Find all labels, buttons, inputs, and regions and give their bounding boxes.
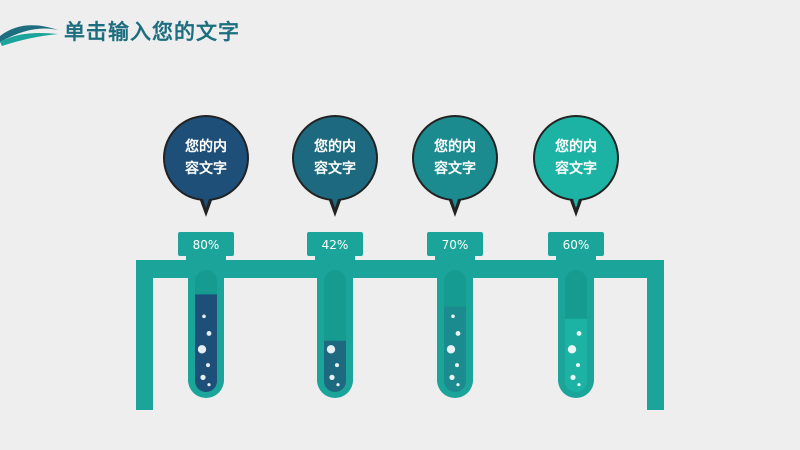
tube-liquid-top bbox=[195, 294, 217, 307]
liquid-bubble bbox=[206, 331, 212, 336]
bubble-line-2: 容文字 bbox=[314, 161, 356, 177]
bubble-line-1: 您的内 bbox=[434, 139, 476, 155]
liquid-bubble bbox=[197, 345, 207, 354]
bubble-text-2: 您的内容文字 bbox=[290, 136, 380, 180]
header: 单击输入您的文字 bbox=[0, 0, 800, 70]
tube-cap bbox=[548, 232, 604, 256]
bubble-line-1: 您的内 bbox=[555, 139, 597, 155]
test-tube-2 bbox=[292, 115, 378, 398]
tube-neck bbox=[556, 254, 596, 262]
tube-liquid-top bbox=[565, 318, 587, 331]
liquid-bubble bbox=[329, 374, 335, 380]
test-tube-4 bbox=[533, 115, 619, 398]
tube-neck bbox=[315, 254, 355, 262]
liquid-bubble bbox=[455, 331, 461, 336]
bubble-text-4: 您的内容文字 bbox=[531, 136, 621, 180]
tube-liquid bbox=[324, 340, 346, 392]
tube-liquid-top bbox=[444, 306, 466, 319]
speech-bubble bbox=[414, 117, 496, 199]
liquid-bubble bbox=[577, 383, 581, 387]
liquid-bubble bbox=[202, 314, 206, 319]
tube-liquid bbox=[565, 318, 587, 392]
tube-neck bbox=[435, 254, 475, 262]
test-tube-3 bbox=[412, 115, 498, 398]
bubble-text-3: 您的内容文字 bbox=[410, 136, 500, 180]
tube-neck bbox=[186, 254, 226, 262]
liquid-bubble bbox=[570, 374, 576, 380]
liquid-bubble bbox=[451, 314, 455, 319]
bubble-line-2: 容文字 bbox=[185, 161, 227, 177]
bubble-line-1: 您的内 bbox=[314, 139, 356, 155]
rack-left-leg bbox=[136, 260, 153, 410]
wave-logo-icon bbox=[0, 25, 58, 46]
speech-bubble bbox=[535, 117, 617, 199]
liquid-bubble bbox=[455, 363, 459, 368]
percent-label-4: 60% bbox=[562, 238, 590, 252]
percent-label-2: 42% bbox=[321, 238, 349, 252]
liquid-bubble bbox=[200, 374, 206, 380]
bubble-text-1: 您的内容文字 bbox=[161, 136, 251, 180]
liquid-bubble bbox=[206, 363, 210, 368]
bubble-line-2: 容文字 bbox=[434, 161, 476, 177]
tube-cap bbox=[178, 232, 234, 256]
speech-bubble bbox=[165, 117, 247, 199]
rack-crossbar bbox=[136, 260, 664, 278]
liquid-bubble bbox=[576, 363, 580, 368]
percent-label-1: 80% bbox=[192, 238, 220, 252]
liquid-bubble bbox=[576, 331, 582, 336]
liquid-bubble bbox=[446, 345, 456, 354]
page-title: 单击输入您的文字 bbox=[64, 20, 240, 44]
percent-label-3: 70% bbox=[441, 238, 469, 252]
liquid-bubble bbox=[335, 363, 339, 368]
liquid-bubble bbox=[207, 383, 211, 387]
liquid-bubble bbox=[326, 345, 336, 354]
tube-cap bbox=[307, 232, 363, 256]
test-tube-1 bbox=[163, 115, 249, 398]
liquid-bubble bbox=[456, 383, 460, 387]
liquid-bubble bbox=[567, 345, 577, 354]
bubble-line-1: 您的内 bbox=[185, 139, 227, 155]
liquid-bubble bbox=[336, 383, 340, 387]
rack-right-leg bbox=[647, 260, 664, 410]
tube-cap bbox=[427, 232, 483, 256]
liquid-bubble bbox=[449, 374, 455, 380]
speech-bubble bbox=[294, 117, 376, 199]
tube-liquid bbox=[195, 294, 217, 392]
bubble-line-2: 容文字 bbox=[555, 161, 597, 177]
